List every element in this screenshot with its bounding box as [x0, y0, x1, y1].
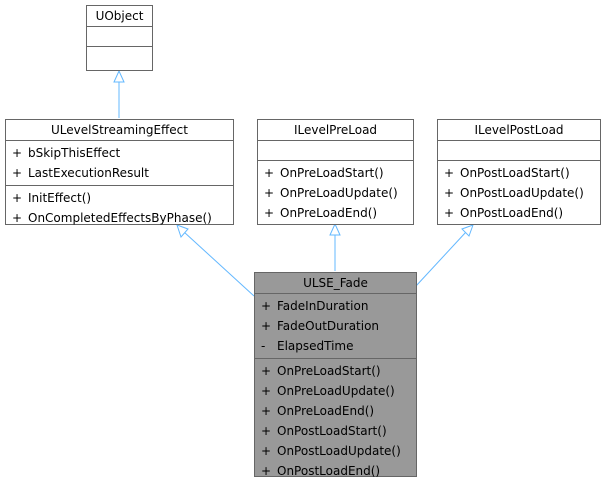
methods-section: + OnPreLoadStart() + OnPreLoadUpdate() + On… [255, 358, 416, 483]
attributes-section: + FadeInDuration + FadeOutDuration -Elapse… [255, 293, 416, 358]
visibility-marker: + [12, 191, 23, 205]
method-row: + OnPostLoadUpdate() [261, 441, 416, 461]
visibility-marker: + [444, 186, 455, 200]
visibility-marker: + [12, 146, 23, 160]
attribute-row: + bSkipThisEffect [12, 143, 233, 163]
class-name: ILevelPostLoad [474, 123, 564, 137]
visibility-marker: + [261, 384, 272, 398]
class-name: ULevelStreamingEffect [51, 123, 188, 137]
edge-arrowhead [461, 224, 474, 237]
method-name: OnPreLoadUpdate() [280, 186, 398, 200]
visibility-marker: + [264, 206, 275, 220]
attribute-name: LastExecutionResult [28, 166, 149, 180]
method-row: + OnPreLoadEnd() [261, 401, 416, 421]
method-name: OnPreLoadStart() [280, 166, 384, 180]
visibility-marker: + [12, 166, 23, 180]
attribute-row: -ElapsedTime [261, 336, 416, 356]
visibility-marker: - [261, 339, 266, 353]
method-row: + OnCompletedEffectsByPhase() [12, 208, 233, 228]
attribute-name: FadeInDuration [277, 299, 369, 313]
methods-section: + InitEffect() + OnCompletedEffectsByPhase… [6, 185, 233, 230]
method-row: + OnPreLoadStart() [264, 163, 413, 183]
method-name: InitEffect() [28, 191, 92, 205]
method-row: + InitEffect() [12, 188, 233, 208]
visibility-marker: + [261, 444, 272, 458]
visibility-marker: + [261, 364, 272, 378]
attribute-name: bSkipThisEffect [28, 146, 121, 160]
visibility-marker: + [261, 424, 272, 438]
methods-section: + OnPostLoadStart() + OnPostLoadUpdate() +… [438, 160, 600, 225]
class-uobject[interactable]: UObject [86, 5, 153, 71]
attribute-name: FadeOutDuration [277, 319, 380, 333]
method-row: + OnPostLoadEnd() [444, 203, 600, 223]
class-name: ULSE_Fade [303, 276, 368, 290]
class-ulse_fade[interactable]: ULSE_Fade + FadeInDuration + FadeOutDurati… [254, 272, 417, 478]
edge-ulse_fade-to-ulevelstreamingeffect [183, 231, 255, 297]
attributes-section [87, 26, 152, 46]
visibility-marker: + [261, 464, 272, 478]
attributes-section [438, 140, 600, 160]
method-name: OnPostLoadStart() [277, 424, 387, 438]
edge-arrowhead [113, 69, 125, 83]
visibility-marker: + [444, 206, 455, 220]
edge-arrowhead [329, 222, 341, 236]
method-row: + OnPreLoadUpdate() [261, 381, 416, 401]
method-name: OnPostLoadUpdate() [460, 186, 584, 200]
attributes-section [258, 140, 413, 160]
method-row: + OnPostLoadStart() [261, 421, 416, 441]
attribute-name: ElapsedTime [277, 339, 354, 353]
class-name: UObject [95, 9, 144, 23]
method-name: OnPostLoadEnd() [277, 464, 381, 478]
method-name: OnPostLoadUpdate() [277, 444, 401, 458]
method-name: OnCompletedEffectsByPhase() [28, 211, 212, 225]
method-row: + OnPostLoadEnd() [261, 461, 416, 481]
visibility-marker: + [261, 319, 272, 333]
method-name: OnPostLoadStart() [460, 166, 570, 180]
attribute-row: + FadeInDuration [261, 296, 416, 316]
visibility-marker: + [444, 166, 455, 180]
class-name: ILevelPreLoad [293, 123, 378, 137]
edge-ulse_fade-to-ilevelpostload [415, 231, 467, 287]
attribute-row: + FadeOutDuration [261, 316, 416, 336]
methods-section: + OnPreLoadStart() + OnPreLoadUpdate() + On… [258, 160, 413, 225]
method-row: + OnPreLoadStart() [261, 361, 416, 381]
attribute-row: + LastExecutionResult [12, 163, 233, 183]
method-name: OnPreLoadStart() [277, 364, 381, 378]
edge-arrowhead [176, 224, 189, 238]
method-row: + OnPreLoadEnd() [264, 203, 413, 223]
visibility-marker: + [261, 404, 272, 418]
method-name: OnPostLoadEnd() [460, 206, 564, 220]
visibility-marker: + [261, 299, 272, 313]
class-ilevelpostload[interactable]: ILevelPostLoad + OnPostLoadStart() + OnPos… [437, 119, 601, 225]
class-ulevelstreamingeffect[interactable]: ULevelStreamingEffect + bSkipThisEffect +… [5, 119, 234, 225]
methods-section [87, 46, 152, 66]
visibility-marker: + [264, 166, 275, 180]
method-name: OnPreLoadEnd() [280, 206, 378, 220]
class-ilevelpreload[interactable]: ILevelPreLoad + OnPreLoadStart() + OnPreLo… [257, 119, 414, 225]
method-name: OnPreLoadEnd() [277, 404, 375, 418]
visibility-marker: + [12, 211, 23, 225]
visibility-marker: + [264, 186, 275, 200]
method-row: + OnPostLoadStart() [444, 163, 600, 183]
method-name: OnPreLoadUpdate() [277, 384, 395, 398]
method-row: + OnPostLoadUpdate() [444, 183, 600, 203]
method-row: + OnPreLoadUpdate() [264, 183, 413, 203]
attributes-section: + bSkipThisEffect + LastExecutionResult [6, 140, 233, 185]
